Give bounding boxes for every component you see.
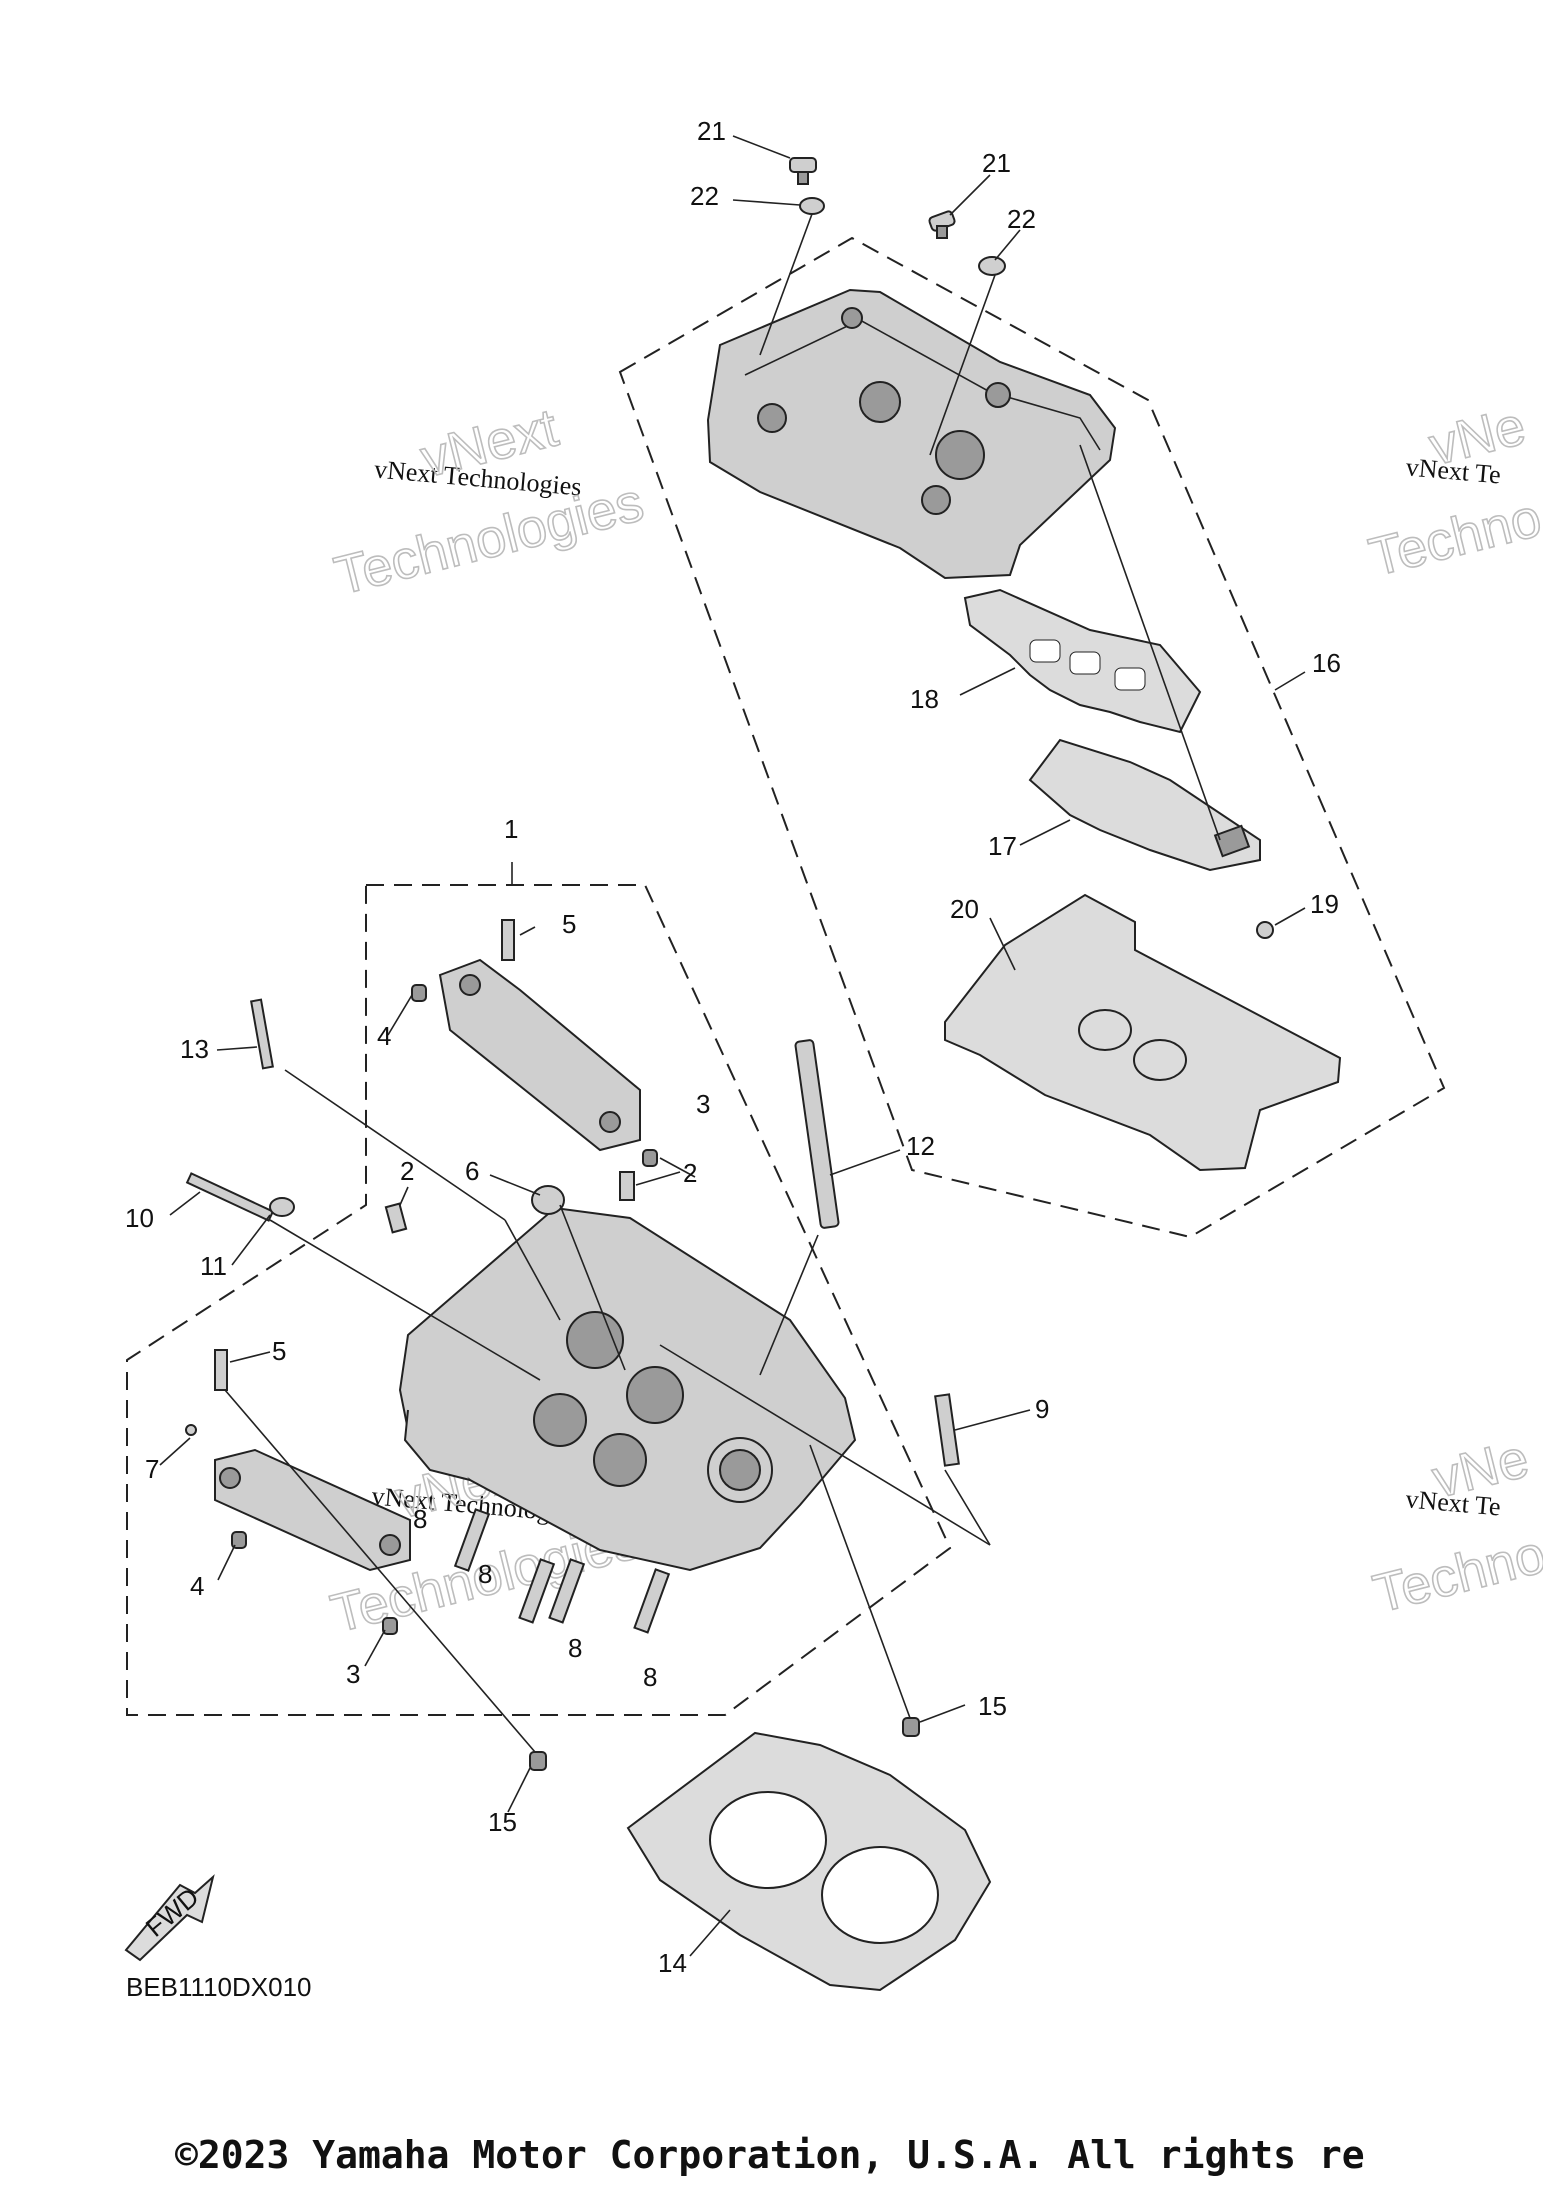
bolt-10 — [185, 1172, 275, 1222]
callout-12: 12 — [906, 1131, 935, 1161]
callout-17: 17 — [988, 831, 1017, 861]
plate-17 — [1028, 738, 1261, 872]
cam-cap-lower — [214, 1448, 411, 1572]
callout-19: 19 — [1310, 889, 1339, 919]
callout-15a: 15 — [488, 1807, 517, 1837]
cover-group-outline — [618, 236, 1446, 1239]
callout-10: 10 — [125, 1203, 154, 1233]
callout-16: 16 — [1312, 648, 1341, 678]
callout-20: 20 — [950, 894, 979, 924]
callout-2b: 2 — [400, 1156, 414, 1186]
callout-9: 9 — [1035, 1394, 1049, 1424]
watermark-logo-2: vNe Techno — [1363, 395, 1543, 589]
pin-7 — [185, 1424, 197, 1436]
cover-bolt-left — [789, 157, 817, 185]
callout-4a: 4 — [377, 1021, 391, 1051]
cover-bolt-right — [928, 210, 956, 239]
fwd-arrow-icon: FWD — [124, 1874, 215, 1962]
callout-8b: 8 — [478, 1559, 492, 1589]
svg-text:Techno: Techno — [1364, 488, 1543, 588]
watermark-logo-4: vNe Techno — [1367, 1427, 1543, 1625]
leader-lines — [159, 135, 1306, 1957]
bolt-13 — [250, 998, 274, 1070]
callout-21a: 21 — [697, 116, 726, 146]
callout-4b: 4 — [190, 1571, 204, 1601]
callout-5a: 5 — [562, 909, 576, 939]
dowel-3b — [382, 1617, 398, 1635]
valve-guides-8 — [453, 1508, 671, 1634]
callout-labels: 21 22 21 22 16 18 17 19 20 1 5 4 13 3 6 … — [125, 116, 1341, 1978]
callout-8c: 8 — [568, 1633, 582, 1663]
stud-2a — [384, 1202, 408, 1234]
callout-18: 18 — [910, 684, 939, 714]
dowel-4b — [231, 1531, 247, 1549]
bolt-5b — [214, 1349, 228, 1391]
bolt-5a — [501, 919, 515, 961]
cylinder-head — [398, 1206, 857, 1572]
cover-washer-right — [978, 256, 1006, 276]
gasket-20-ring — [1078, 1009, 1187, 1081]
callout-2a: 2 — [683, 1158, 697, 1188]
callout-1: 1 — [504, 814, 518, 844]
dowel-4a — [411, 984, 427, 1002]
cam-cap-upper — [438, 958, 641, 1152]
spark-plug-9 — [934, 1393, 960, 1467]
callout-21b: 21 — [982, 148, 1011, 178]
head-gasket-14 — [626, 1731, 992, 1992]
drawing-code: BEB1110DX010 — [126, 1972, 312, 2002]
callout-8a: 8 — [413, 1504, 427, 1534]
callout-22b: 22 — [1007, 204, 1036, 234]
callout-3a: 3 — [696, 1089, 710, 1119]
gasket-20 — [944, 893, 1342, 1172]
callout-5b: 5 — [272, 1336, 286, 1366]
svg-text:Techno: Techno — [1368, 1524, 1543, 1624]
stud-2b — [619, 1171, 635, 1201]
callout-11: 11 — [200, 1251, 227, 1281]
dowel-3a — [642, 1149, 658, 1167]
gasket-18-holes — [1029, 639, 1146, 691]
svg-text:vNe: vNe — [1424, 396, 1532, 477]
washer-11 — [269, 1197, 295, 1217]
copyright-notice: ©2023 Yamaha Motor Corporation, U.S.A. A… — [175, 2133, 1365, 2177]
callout-7: 7 — [145, 1454, 159, 1484]
stud-15a — [529, 1751, 547, 1771]
head-group-outline — [126, 884, 952, 1716]
callout-13: 13 — [180, 1034, 209, 1064]
callout-3b: 3 — [346, 1659, 360, 1689]
callout-6: 6 — [465, 1156, 479, 1186]
bolt-12 — [794, 1039, 840, 1229]
callout-22a: 22 — [690, 181, 719, 211]
plate-17-tab — [1213, 824, 1251, 858]
callout-8d: 8 — [643, 1662, 657, 1692]
stud-15b — [902, 1717, 920, 1737]
svg-text:vNe: vNe — [1427, 1428, 1535, 1509]
screw-19 — [1256, 921, 1274, 939]
cover-washer-left — [799, 197, 825, 215]
callout-14: 14 — [658, 1948, 687, 1978]
valve-cover — [706, 288, 1117, 580]
plug-6 — [531, 1185, 565, 1215]
callout-15b: 15 — [978, 1691, 1007, 1721]
watermark-logo-1: vNext Technologies — [328, 397, 650, 608]
